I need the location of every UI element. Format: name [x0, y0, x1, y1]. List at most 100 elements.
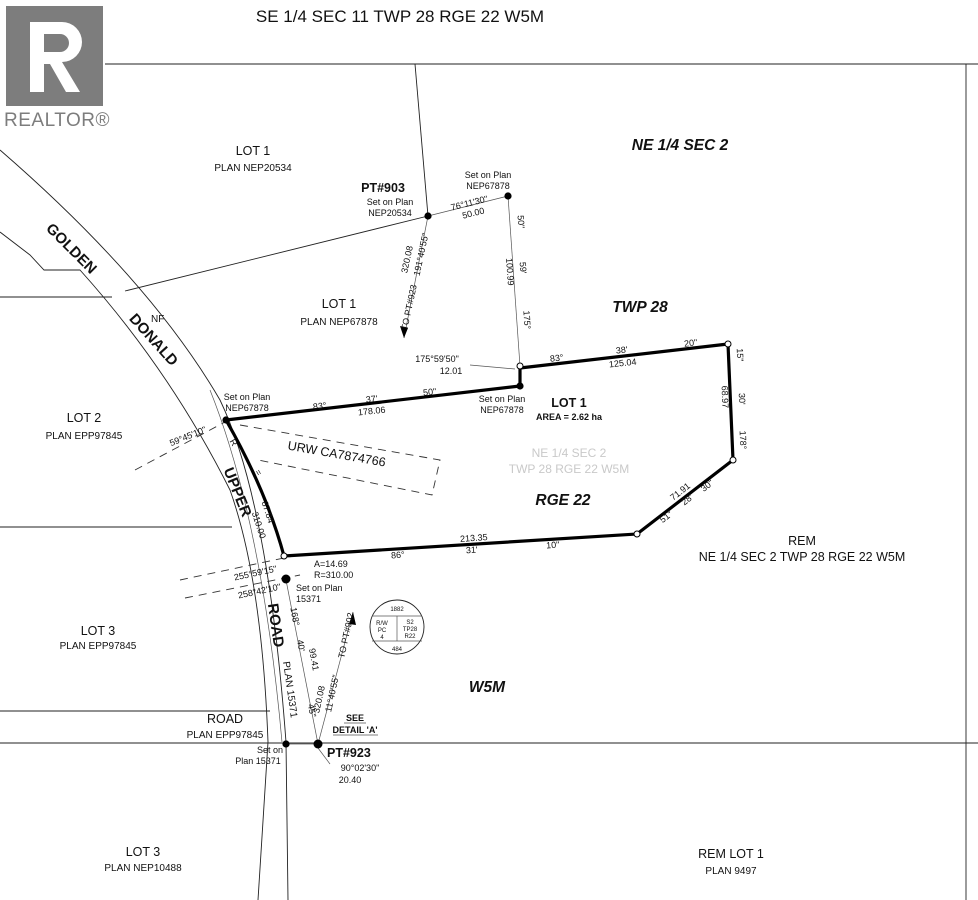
east-175: 175° [521, 310, 532, 330]
upper-road-name: UPPER [220, 465, 255, 519]
se-corner-marker [729, 456, 737, 464]
pt903-label: PT#903 [361, 181, 405, 195]
bottom-bearing: 90°02'30" [341, 763, 380, 773]
eq-small: = [253, 468, 264, 478]
upper-monument-marker [281, 574, 291, 584]
subject-lot-name: LOT 1 [551, 396, 586, 410]
upper-corner-set2: 15371 [296, 594, 321, 604]
realtor-wordmark: REALTOR® [4, 110, 110, 131]
subject-lot-area: AREA = 2.62 ha [536, 412, 603, 422]
urw-label: URW CA7874766 [287, 439, 387, 470]
west-corner-marker [222, 416, 230, 424]
mid-corner-set2: NEP67878 [480, 405, 524, 415]
ne-83: 83° [549, 352, 564, 363]
mid-corner-set1: Set on Plan [479, 394, 526, 404]
road-row-lines [0, 149, 289, 900]
e-dist: 68.97 [720, 385, 731, 408]
plan-title: SE 1/4 SEC 11 TWP 28 RGE 22 W5M [256, 7, 544, 26]
n-50: 50" [423, 386, 437, 397]
leader-line [469, 364, 516, 370]
ne-38: 38' [615, 344, 628, 355]
rem-name: REM [788, 534, 816, 548]
faint-section-label-2: TWP 28 RGE 22 W5M [509, 462, 629, 476]
subject-lot-boundary [224, 342, 735, 558]
arc-r: R=310.00 [314, 570, 353, 580]
lot3-bottom-name: LOT 3 [126, 845, 161, 859]
lot3-bottom-plan: PLAN NEP10488 [104, 863, 182, 874]
rem-lot1-name: REM LOT 1 [698, 847, 764, 861]
tie-to-pt902-line [317, 611, 354, 745]
east-59: 59' [518, 262, 529, 275]
west-corner-set1: Set on Plan [224, 392, 271, 402]
s-31: 31' [466, 545, 479, 556]
monument-pc: PC [378, 628, 387, 634]
road-east-line [0, 149, 289, 900]
s-86: 86° [391, 550, 406, 561]
tie2-bearing: 191°40'55" [412, 232, 431, 277]
tie-to-pt923-line [403, 215, 429, 339]
road-plan-plan: PLAN EPP97845 [187, 730, 264, 741]
see-detail-line1: SEE [346, 713, 364, 723]
road-west-line [0, 231, 269, 900]
e-178: 178° [738, 430, 749, 449]
west-tie-line [285, 579, 319, 745]
twp-label: TWP 28 [612, 299, 668, 316]
ne-corner-set2: NEP67878 [466, 181, 510, 191]
lot2-name: LOT 2 [67, 411, 102, 425]
pt923-marker [313, 739, 323, 749]
w-168: 168° [288, 606, 301, 626]
pt923-label: PT#923 [327, 746, 371, 760]
section-lines [0, 63, 978, 900]
upper-corner-marker [280, 552, 288, 560]
see-detail-line2: DETAIL 'A' [333, 725, 378, 735]
plan15371-label: PLAN 15371 [280, 661, 299, 719]
w5m-label: W5M [469, 679, 506, 696]
south-corner-marker [633, 530, 641, 538]
short-bearing: 175°59'50" [415, 354, 459, 364]
w-45: 45" [306, 703, 318, 718]
pt903-marker [424, 212, 432, 220]
tie-arrow-2 [349, 612, 356, 625]
bottom-dist: 20.40 [339, 775, 362, 785]
tie-arrow-1 [400, 326, 408, 338]
rge-label: RGE 22 [535, 492, 591, 509]
lot1-top-plan: PLAN NEP20534 [214, 163, 292, 174]
monument-year: 1882 [390, 607, 404, 613]
pt923-leader [317, 747, 331, 765]
east-dist: 100.99 [504, 258, 516, 286]
upper-dash-line-1 [179, 554, 299, 581]
dimension-labels: 76°11'30" 50.00 50" 100.99 59' 175° 175°… [168, 194, 748, 785]
e-15: 15" [735, 348, 745, 362]
faint-section-label-1: NE 1/4 SEC 2 [532, 446, 607, 460]
n-37: 37' [365, 393, 378, 404]
w-40: 40' [295, 639, 307, 653]
pt923-set1: Set on [257, 745, 283, 755]
east-corner-marker [724, 340, 732, 348]
upper-dash-line-2 [184, 574, 301, 599]
rem-lot1-plan: PLAN 9497 [705, 866, 757, 877]
west-corner-set2: NEP67878 [225, 403, 269, 413]
tie-to: TO PT#902 [336, 612, 355, 659]
road-road-name: ROAD [264, 602, 287, 648]
arc-a: A=14.69 [314, 559, 348, 569]
rem-desc: NE 1/4 SEC 2 TWP 28 RGE 22 W5M [699, 550, 906, 564]
se-30: 30" [699, 478, 716, 494]
lot1-mid-name: LOT 1 [322, 297, 357, 311]
ne-quarter-label: NE 1/4 SEC 2 [632, 137, 729, 154]
east-50: 50" [516, 215, 527, 229]
w-dist: 99.41 [307, 648, 321, 672]
n-dist: 178.06 [357, 405, 385, 418]
monument-r: R22 [404, 634, 416, 640]
pt923-set2: Plan 15371 [235, 756, 281, 766]
tie2-to: TO PT#923 [399, 284, 418, 331]
urw-outline [239, 424, 441, 496]
tie-lines [285, 195, 521, 765]
ne-dist: 125.04 [608, 357, 636, 370]
east-tie-line [507, 195, 521, 367]
lot2-plan: PLAN EPP97845 [46, 431, 123, 442]
road-inner-line [209, 389, 283, 743]
monument-s2: S2 [406, 620, 414, 626]
e-30: 30' [737, 393, 747, 405]
lot1-top-name: LOT 1 [236, 144, 271, 158]
